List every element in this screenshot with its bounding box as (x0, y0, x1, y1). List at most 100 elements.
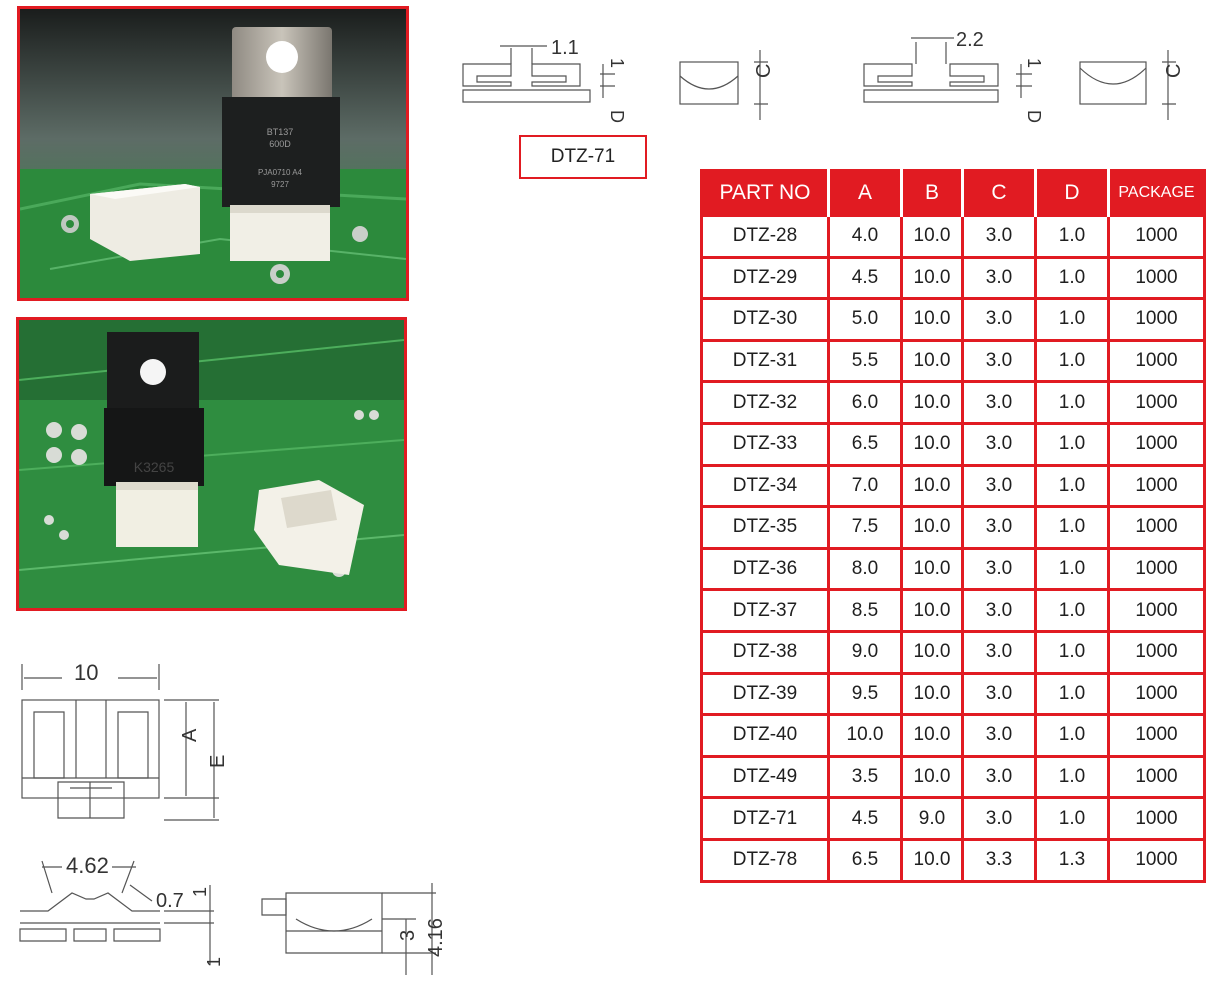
table-cell: 1000 (1107, 380, 1206, 425)
table-cell: 9.0 (900, 796, 964, 841)
table-cell: DTZ-40 (700, 713, 830, 758)
table-cell: 1.0 (1034, 629, 1110, 675)
table-cell: 10.0 (827, 713, 903, 758)
table-cell: 1000 (1107, 463, 1206, 509)
table-cell: DTZ-38 (700, 629, 830, 675)
table-cell: 1000 (1107, 796, 1206, 841)
drawing-dtz-profile-2: 2.2 1 D (863, 29, 1044, 123)
table-cell: 3.0 (961, 380, 1037, 425)
table-cell: 10.0 (900, 338, 964, 384)
table-cell: 1000 (1107, 338, 1206, 384)
table-cell: 4.5 (827, 255, 903, 301)
table-cell: DTZ-34 (700, 463, 830, 509)
dim-c-2: C (1163, 64, 1185, 78)
table-cell: 1000 (1107, 629, 1206, 675)
table-cell: 3.0 (961, 754, 1037, 800)
table-cell: 3.0 (961, 671, 1037, 717)
table-cell: DTZ-31 (700, 338, 830, 384)
table-cell: 3.0 (961, 214, 1037, 259)
table-cell: 3.3 (961, 837, 1037, 883)
table-cell: DTZ-37 (700, 588, 830, 633)
table-cell: 10.0 (900, 297, 964, 342)
header-part-no: PART NO (701, 170, 829, 216)
table-cell: 7.0 (827, 463, 903, 509)
table-cell: 1.0 (1034, 297, 1110, 342)
table-cell: 1.0 (1034, 588, 1110, 633)
chip-marking-4: 9727 (271, 180, 289, 189)
table-cell: 3.0 (961, 297, 1037, 342)
chip-marking-bottom: K3265 (134, 459, 175, 475)
dim-width-10: 10 (74, 660, 98, 685)
table-cell: 3.0 (961, 588, 1037, 633)
table-cell: 10.0 (900, 713, 964, 758)
table-cell: 9.0 (827, 629, 903, 675)
table-cell: 3.0 (961, 463, 1037, 509)
dim-e: E (207, 755, 229, 768)
table-cell: 1.0 (1034, 754, 1110, 800)
product-photo-bottom: K3265 (16, 317, 407, 611)
table-cell: 1.0 (1034, 214, 1110, 259)
table-cell: 1.0 (1034, 255, 1110, 301)
table-cell: 3.0 (961, 629, 1037, 675)
table-cell: 1000 (1107, 754, 1206, 800)
header-c: C (961, 170, 1036, 216)
table-cell: 10.0 (900, 754, 964, 800)
table-cell: 3.0 (961, 255, 1037, 301)
table-cell: 1000 (1107, 546, 1206, 592)
table-cell: 1000 (1107, 255, 1206, 301)
table-cell: DTZ-32 (700, 380, 830, 425)
table-cell: 10.0 (900, 588, 964, 633)
dim-c-1: C (753, 64, 775, 78)
table-cell: DTZ-30 (700, 297, 830, 342)
drawing-side-view: 4.62 0.7 1 1 (19, 853, 224, 967)
table-cell: DTZ-36 (700, 546, 830, 592)
table-cell: DTZ-39 (700, 671, 830, 717)
table-cell: 1000 (1107, 713, 1206, 758)
drawing-dtz71-end: C (679, 50, 775, 120)
table-cell: 10.0 (900, 671, 964, 717)
table-cell: 4.5 (827, 796, 903, 841)
table-cell: 10.0 (900, 463, 964, 509)
chip-marking-1: BT137 (267, 127, 294, 137)
table-cell: 10.0 (900, 214, 964, 259)
dim-thick-2: 1 (1024, 58, 1044, 68)
table-cell: 1000 (1107, 297, 1206, 342)
header-a: A (827, 170, 902, 216)
table-cell: 10.0 (900, 255, 964, 301)
table-cell: 1.0 (1034, 505, 1110, 550)
table-cell: 8.5 (827, 588, 903, 633)
table-cell: 10.0 (900, 421, 964, 467)
header-package: PACKAGE (1107, 170, 1205, 216)
table-cell: 3.0 (961, 338, 1037, 384)
table-cell: DTZ-71 (700, 796, 830, 841)
dim-0-7: 0.7 (156, 890, 184, 912)
photo-bottom-image: K3265 (19, 320, 404, 608)
table-cell: 1.0 (1034, 421, 1110, 467)
dtz71-label: DTZ-71 (519, 135, 647, 179)
table-cell: 10.0 (900, 629, 964, 675)
table-cell: DTZ-78 (700, 837, 830, 883)
table-cell: 1.0 (1034, 546, 1110, 592)
table-cell: 10.0 (900, 505, 964, 550)
table-cell: 3.0 (961, 546, 1037, 592)
table-cell: 1.3 (1034, 837, 1110, 883)
table-cell: 9.5 (827, 671, 903, 717)
table-cell: 1.0 (1034, 713, 1110, 758)
table-cell: 1000 (1107, 421, 1206, 467)
header-b: B (900, 170, 963, 216)
table-cell: DTZ-28 (700, 214, 830, 259)
